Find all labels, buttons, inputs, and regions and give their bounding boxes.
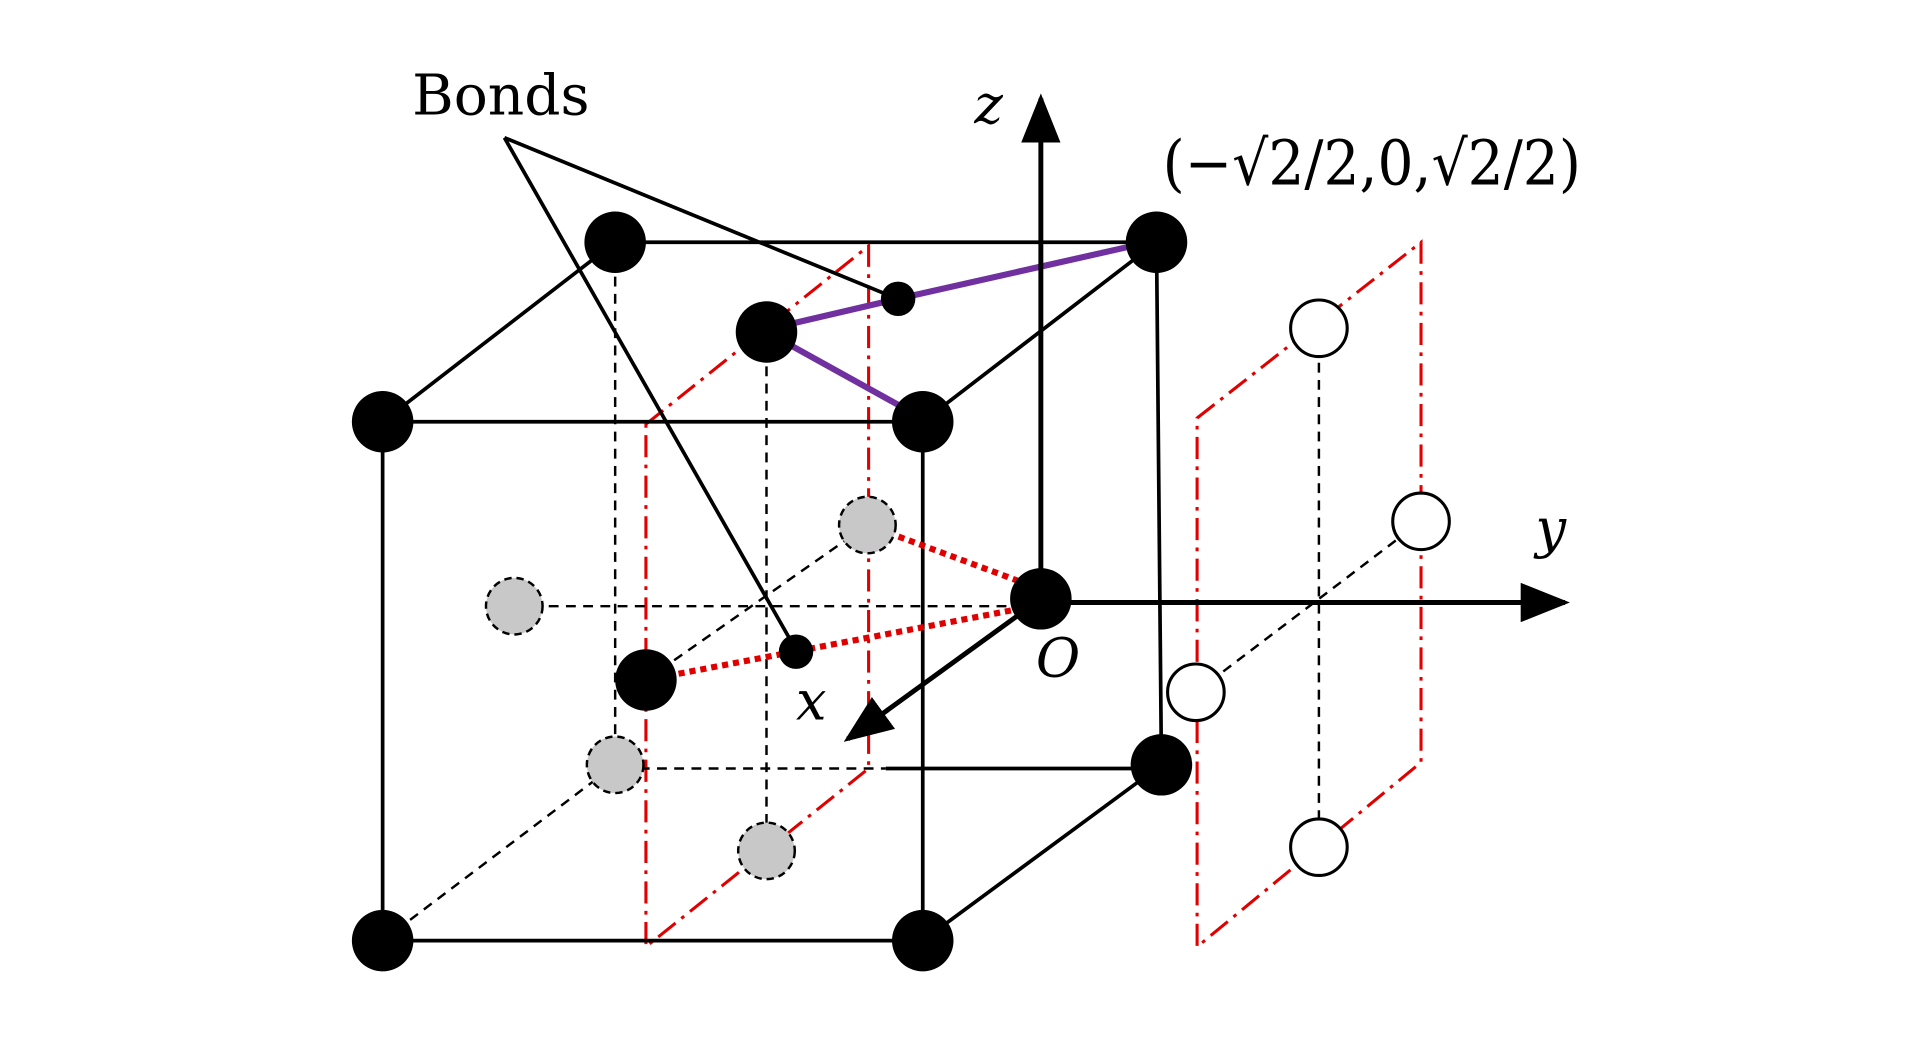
lattice-atoms <box>351 211 1193 972</box>
interstitial-atom <box>880 281 916 317</box>
interstitial-atom <box>778 634 814 669</box>
axes <box>843 93 1570 742</box>
x-axis <box>843 596 1043 742</box>
bonds-label: Bonds <box>412 62 589 128</box>
x-axis-label: x <box>796 669 827 732</box>
open-atoms <box>1166 298 1451 878</box>
coordinate-label: (−√2/2,0,√2/2) <box>1163 127 1581 199</box>
bonds-pointer-lines <box>502 136 889 647</box>
red-dotted-bonds <box>645 522 1035 683</box>
origin-label: O <box>1036 626 1080 689</box>
y-axis-label: y <box>1532 497 1567 560</box>
hidden-edges <box>381 242 1422 942</box>
z-axis-label: z <box>973 73 1003 136</box>
vacancy-atoms <box>484 495 897 881</box>
lattice-plane-outer <box>1195 239 1423 951</box>
lattice-plane-inner <box>644 242 871 950</box>
